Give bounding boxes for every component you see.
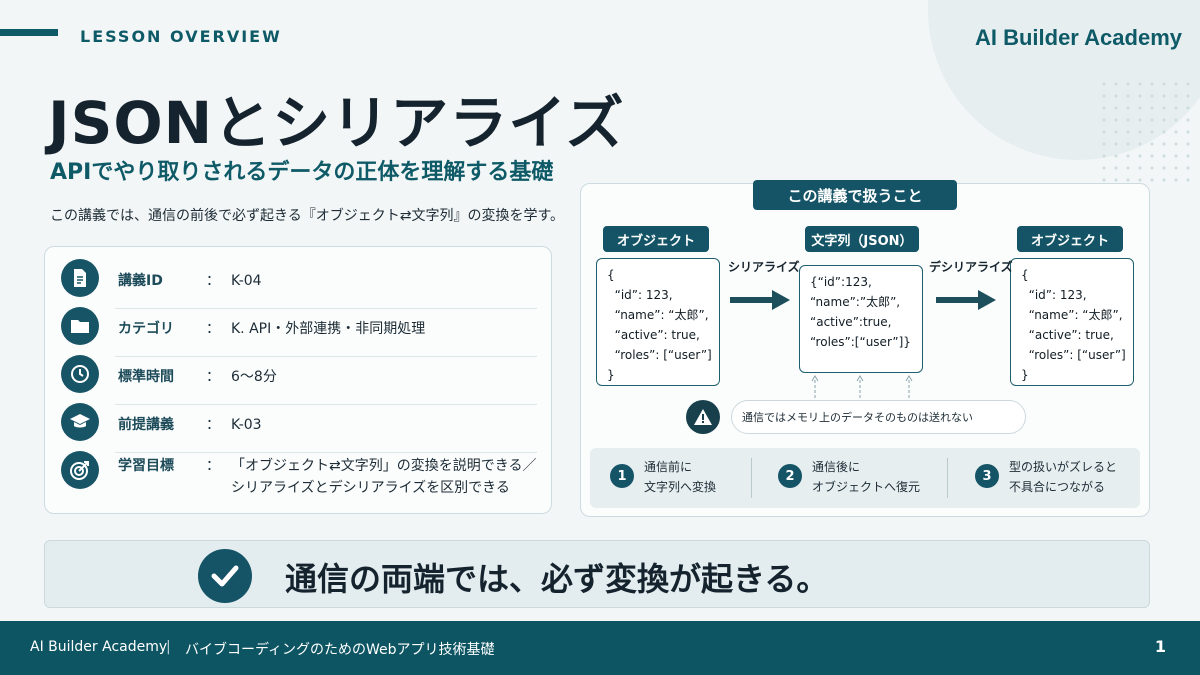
info-label: カテゴリ — [118, 321, 174, 337]
object-label-left: オブジェクト — [603, 226, 709, 252]
string-json-label: 文字列（JSON） — [805, 226, 919, 252]
info-label: 標準時間 — [118, 369, 174, 385]
step-divider — [751, 458, 752, 498]
folder-icon — [61, 307, 99, 345]
info-colon: ： — [206, 458, 220, 474]
row-divider — [115, 452, 537, 453]
target-icon — [61, 451, 99, 489]
step-number: 1 — [610, 464, 634, 488]
info-value: K. API・外部連携・非同期処理 — [231, 321, 426, 337]
step-line-2: 文字列へ変換 — [644, 480, 717, 494]
deserialize-arrow-icon — [936, 289, 998, 315]
info-label: 学習目標 — [118, 458, 174, 474]
decorative-dot-grid — [1098, 78, 1190, 190]
brand-logo-text: AI Builder Academy — [974, 25, 1182, 50]
step-line-1: 通信後に — [812, 460, 861, 474]
step-number: 3 — [975, 464, 999, 488]
lesson-info-card: 講義ID ： K-04 カテゴリ ： K. API・外部連携・非同期処理 標準時… — [44, 246, 552, 514]
step-number: 2 — [778, 464, 802, 488]
diagram-title: この講義で扱うこと — [753, 180, 957, 210]
step-line-1: 型の扱いがズレると — [1009, 460, 1118, 474]
clock-icon — [61, 355, 99, 393]
row-divider — [115, 308, 537, 309]
serialize-label: シリアライズ — [728, 260, 800, 274]
object-label-right: オブジェクト — [1017, 226, 1123, 252]
step-line-2: 不具合につながる — [1009, 480, 1106, 494]
section-label: LESSON OVERVIEW — [80, 27, 282, 46]
footer-course-title: バイブコーディングのためのWebアプリ技術基礎 — [185, 642, 495, 658]
info-row-prerequisite: 前提講義 ： K-03 — [61, 401, 537, 453]
info-row-lecture-id: 講義ID ： K-04 — [61, 257, 537, 309]
connector-arrows — [805, 373, 920, 407]
step-divider — [947, 458, 948, 498]
header-accent-bar — [0, 29, 58, 36]
step-text: 通信後に オブジェクトへ復元 — [812, 457, 920, 497]
step-line-1: 通信前に — [644, 460, 693, 474]
info-value: K-03 — [231, 417, 262, 433]
footer-brand: AI Builder Academy — [30, 639, 168, 655]
intro-text: この講義では、通信の前後で必ず起きる『オブジェクト⇄文字列』の変換を学す。 — [50, 208, 565, 224]
info-row-category: カテゴリ ： K. API・外部連携・非同期処理 — [61, 305, 537, 357]
goal-line-1: 「オブジェクト⇄文字列」の変換を説明できる／ — [231, 458, 537, 474]
check-icon — [198, 549, 252, 603]
row-divider — [115, 356, 537, 357]
graduation-cap-icon — [61, 403, 99, 441]
object-code-left: { “id”: 123, “name”: “太郎”, “active”: tru… — [596, 258, 720, 386]
info-value: K-04 — [231, 273, 262, 289]
row-divider — [115, 404, 537, 405]
info-value: 6〜8分 — [231, 369, 277, 385]
warning-note: 通信ではメモリ上のデータそのものは送れない — [731, 400, 1026, 434]
object-code-right: { “id”: 123, “name”: “太郎”, “active”: tru… — [1010, 258, 1134, 386]
info-colon: ： — [206, 369, 220, 385]
footer-bar: AI Builder Academy | バイブコーディングのためのWebアプリ… — [0, 621, 1200, 675]
info-row-standard-time: 標準時間 ： 6〜8分 — [61, 353, 537, 405]
info-row-learning-goal: 学習目標 ： 「オブジェクト⇄文字列」の変換を説明できる／ シリアライズとデシリ… — [61, 449, 537, 505]
page-title: JSONとシリアライズ — [48, 89, 625, 157]
deserialize-label: デシリアライズ — [929, 260, 1013, 274]
page-subtitle: APIでやり取りされるデータの正体を理解する基礎 — [50, 160, 554, 185]
info-value: 「オブジェクト⇄文字列」の変換を説明できる／ シリアライズとデシリアライズを区別… — [231, 455, 536, 499]
info-label: 前提講義 — [118, 417, 174, 433]
step-line-2: オブジェクトへ復元 — [812, 480, 921, 494]
warning-icon — [686, 400, 720, 434]
key-message: 通信の両端では、必ず変換が起きる。 — [285, 560, 829, 598]
info-colon: ： — [206, 321, 220, 337]
document-icon — [61, 259, 99, 297]
info-colon: ： — [206, 417, 220, 433]
page-number: 1 — [1154, 637, 1166, 656]
steps-panel: 1 通信前に 文字列へ変換 2 通信後に オブジェクトへ復元 3 型の扱いがズレ… — [590, 448, 1140, 508]
goal-line-2: シリアライズとデシリアライズを区別できる — [231, 480, 510, 496]
json-string-code: {“id”:123, “name”:”太郎”, “active”:true, “… — [799, 265, 923, 373]
info-label: 講義ID — [118, 273, 163, 289]
info-colon: ： — [206, 273, 220, 289]
step-text: 型の扱いがズレると 不具合につながる — [1009, 457, 1117, 497]
step-text: 通信前に 文字列へ変換 — [644, 457, 716, 497]
serialize-arrow-icon — [730, 289, 792, 315]
footer-separator: | — [166, 639, 171, 655]
